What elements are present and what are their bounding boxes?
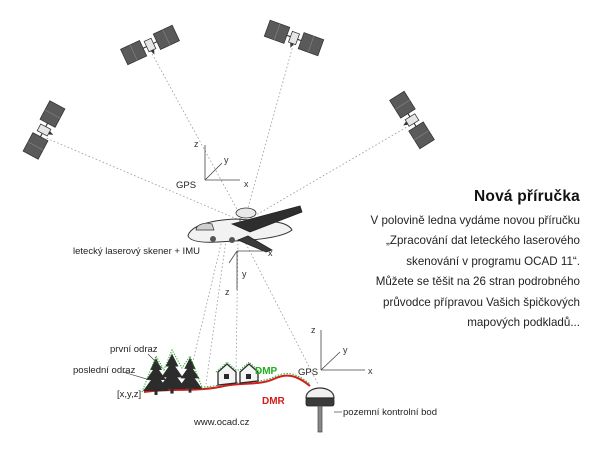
announcement-title: Nová příručka bbox=[474, 188, 580, 205]
axis-x-label: x bbox=[244, 179, 249, 189]
scanner-axis-x-label: x bbox=[268, 248, 273, 258]
satellite-2 bbox=[119, 24, 181, 68]
announcement-line: průvodce přípravou Vašich špičkových bbox=[383, 295, 580, 309]
houses bbox=[215, 361, 261, 386]
aircraft-gps-axes: z y x GPS bbox=[176, 139, 249, 191]
ground-axis-y-label: y bbox=[343, 345, 348, 355]
scanner-imu-label: letecký laserový skener + IMU bbox=[73, 246, 200, 257]
announcement-line: Můžete se těšit na 26 stran podrobného bbox=[375, 275, 580, 289]
scanner-axes: x y z bbox=[225, 248, 273, 297]
ground-axis-x-label: x bbox=[368, 366, 373, 376]
announcement-line: skenování v programu OCAD 11“. bbox=[406, 254, 580, 268]
ground-axis-z-label: z bbox=[311, 325, 316, 335]
trees bbox=[141, 348, 204, 395]
satellite-4 bbox=[387, 90, 435, 151]
satellite-1 bbox=[22, 100, 68, 161]
signal-rays bbox=[45, 41, 413, 385]
first-return-label: první odraz bbox=[110, 344, 158, 355]
ground-gps-receiver bbox=[305, 387, 335, 433]
last-return-label: poslední odraz bbox=[73, 365, 136, 376]
gps-aircraft-label: GPS bbox=[176, 180, 196, 191]
coordinates-label: [x,y,z] bbox=[117, 389, 141, 400]
gps-ground-label: GPS bbox=[298, 367, 318, 378]
aircraft bbox=[187, 205, 303, 253]
announcement-line: „Zpracování dat leteckého laserového bbox=[386, 234, 580, 248]
leader-lines bbox=[122, 353, 163, 381]
announcement-body: V polovině ledna vydáme novou příručku „… bbox=[318, 211, 580, 333]
ground-gps-axes: z y x GPS bbox=[298, 325, 373, 378]
ground-control-label: pozemní kontrolní bod bbox=[343, 407, 437, 418]
terrain bbox=[143, 373, 311, 393]
satellite-3 bbox=[263, 19, 325, 59]
scanner-axis-y-label: y bbox=[242, 269, 247, 279]
website-label: www.ocad.cz bbox=[193, 417, 250, 428]
axis-y-label: y bbox=[224, 155, 229, 165]
scanner-axis-z-label: z bbox=[225, 287, 230, 297]
announcement-line: V polovině ledna vydáme novou příručku bbox=[370, 214, 580, 227]
announcement: Nová příručka V polovině ledna vydáme no… bbox=[318, 188, 580, 333]
dmr-label: DMR bbox=[262, 396, 286, 407]
announcement-line: mapových podkladů... bbox=[467, 316, 580, 330]
dmp-label: DMP bbox=[255, 366, 278, 377]
axis-z-label: z bbox=[194, 139, 199, 149]
